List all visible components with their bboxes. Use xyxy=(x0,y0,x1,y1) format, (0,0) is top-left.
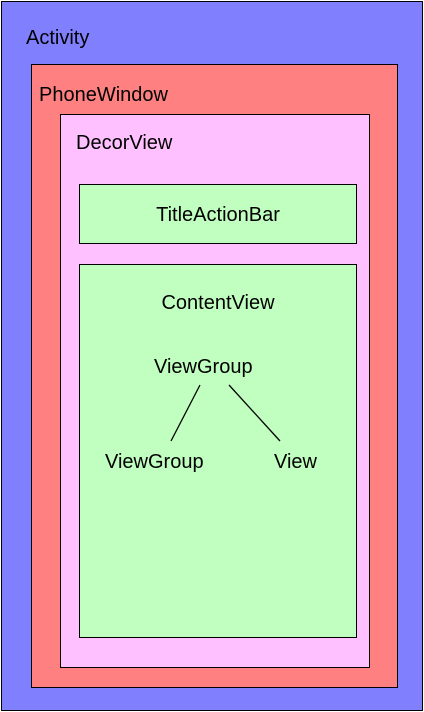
activity-label: Activity xyxy=(26,27,90,49)
view-tree-edges xyxy=(170,384,281,442)
tree-node-child-viewgroup: ViewGroup xyxy=(105,451,204,473)
title-action-bar-box: TitleActionBar xyxy=(79,184,357,244)
edge-root-to-left-child xyxy=(170,384,201,442)
tree-node-root-viewgroup: ViewGroup xyxy=(154,356,253,378)
content-view-box: ContentView ViewGroup ViewGroup View xyxy=(79,264,357,638)
tree-node-child-view: View xyxy=(274,451,317,473)
edge-root-to-right-child xyxy=(228,384,281,442)
phone-window-label: PhoneWindow xyxy=(39,84,168,106)
title-action-bar-label: TitleActionBar xyxy=(156,204,280,226)
decor-view-label: DecorView xyxy=(76,132,173,154)
content-view-label: ContentView xyxy=(161,292,275,314)
